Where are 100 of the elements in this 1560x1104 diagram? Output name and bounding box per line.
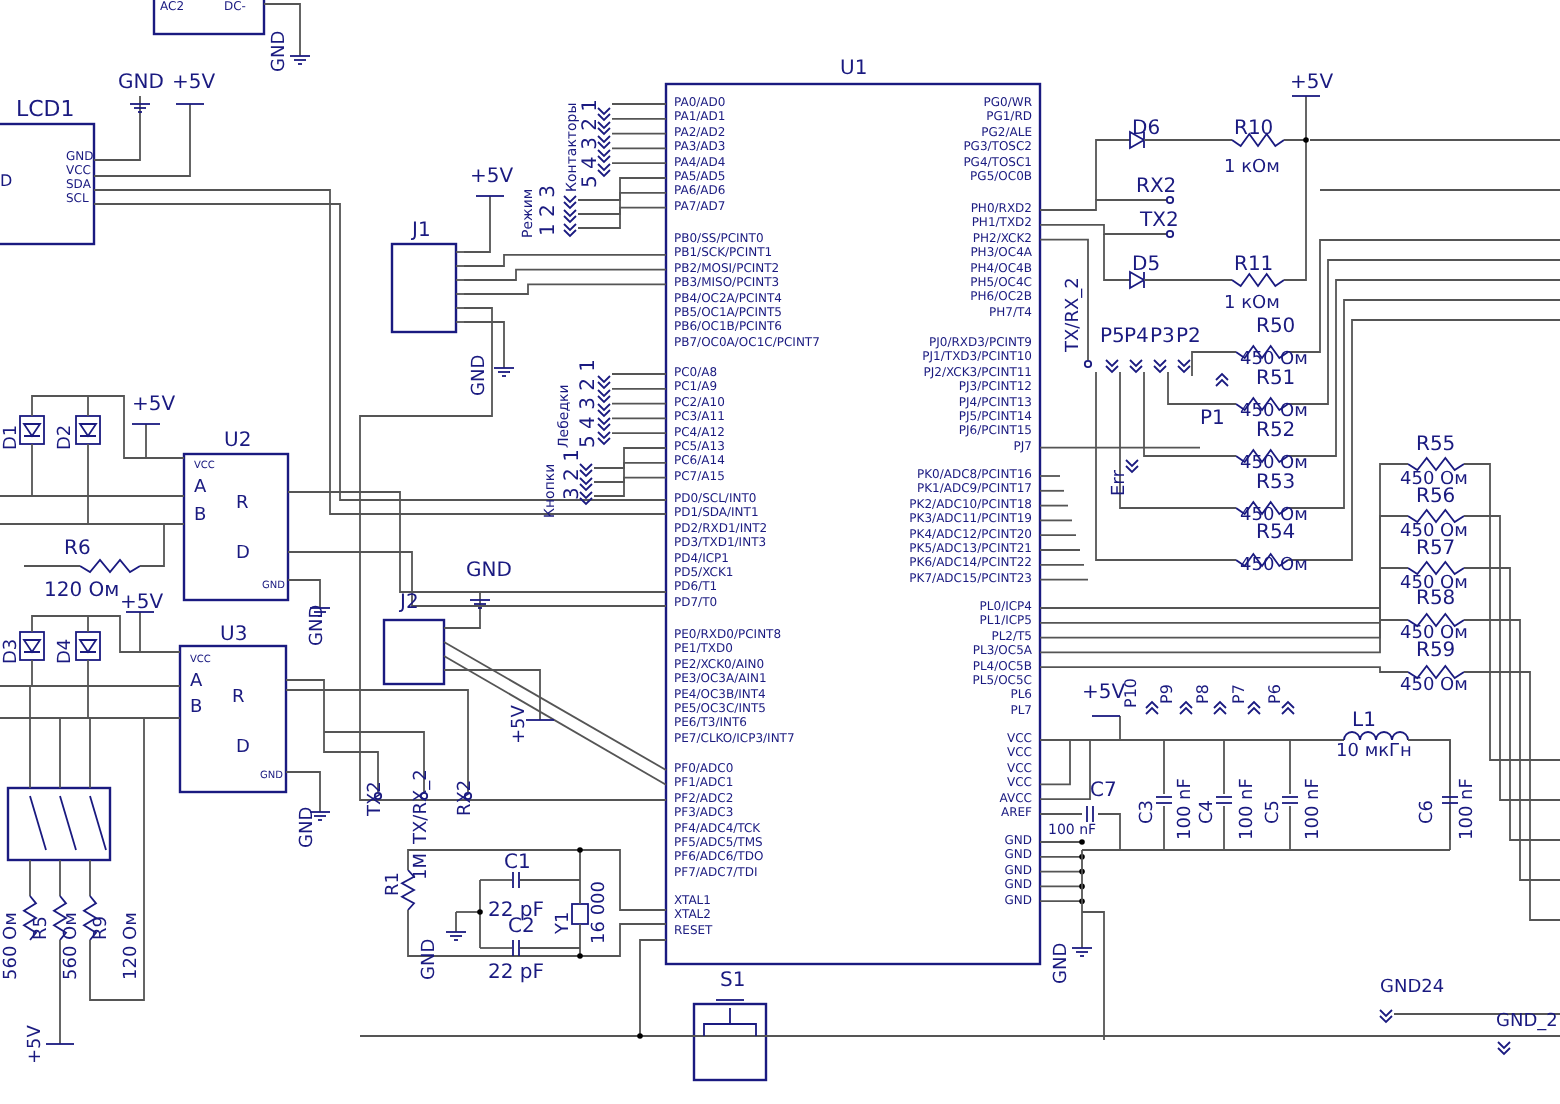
net-label: TX2: [368, 781, 386, 816]
net-label: GND_2: [1496, 1014, 1558, 1032]
value-label: 10 мкГн: [1336, 744, 1412, 762]
net-label: GND: [472, 354, 490, 396]
net-label: +5V: [172, 74, 216, 94]
value-label: 22 pF: [488, 964, 545, 984]
component-label: C6: [1420, 799, 1438, 824]
component-label: D5: [1132, 256, 1161, 276]
net-label: GND: [422, 938, 440, 980]
connector-label: P2: [1176, 328, 1201, 348]
net-label: GND: [272, 30, 290, 72]
net-label: GND: [310, 604, 328, 646]
component-label: D3: [4, 638, 22, 664]
net-label: +5V: [512, 705, 530, 744]
net-label: GND24: [1380, 980, 1445, 998]
connector-label: P4: [1124, 328, 1149, 348]
net-label: +5V: [470, 168, 514, 188]
value-label: 120 Ом: [44, 582, 120, 602]
component-label: C3: [1140, 799, 1158, 824]
component-label: R57: [1416, 540, 1456, 560]
value-label: 450 Ом: [1400, 524, 1468, 542]
component-label: R51: [1256, 370, 1296, 390]
pin-label: B: [194, 508, 207, 526]
component-label: J2: [400, 594, 419, 614]
component-label: R50: [1256, 318, 1296, 338]
connector-label: Err: [1112, 470, 1130, 496]
net-label: +5V: [28, 1025, 46, 1064]
component-label: C1: [504, 854, 531, 874]
component-label: R10: [1234, 120, 1274, 140]
net-label: GND: [466, 562, 512, 582]
component-label: S1: [720, 972, 746, 992]
component-label: C4: [1200, 799, 1218, 824]
pin-label: D: [236, 546, 250, 564]
component-label: R9: [94, 916, 112, 940]
pin-label: A: [190, 674, 203, 692]
pin-label: R: [236, 496, 249, 514]
connector-label: P6: [1268, 684, 1284, 704]
value-label: 100 nF: [1178, 778, 1196, 840]
net-label: GND: [300, 806, 318, 848]
value-label: 560 Ом: [64, 912, 82, 980]
component-label: D6: [1132, 120, 1161, 140]
connector-label: P9: [1160, 684, 1176, 704]
pin-label: R: [232, 690, 245, 708]
value-label: 450 Ом: [1400, 472, 1468, 490]
component-label: R11: [1234, 256, 1274, 276]
connector-label: P1: [1200, 410, 1225, 430]
pin-numbers: 5 4 3 2 1: [580, 358, 600, 448]
value-label: 120 Ом: [124, 912, 142, 980]
component-label: D1: [4, 424, 22, 450]
value-label: 100 nF: [1306, 778, 1324, 840]
net-label: TX/RX_2: [414, 769, 432, 844]
component-label: R56: [1416, 488, 1456, 508]
net-label: GND: [1054, 942, 1072, 984]
value-label: 560 Ом: [4, 912, 22, 980]
component-label: R58: [1416, 590, 1456, 610]
pin-label: D: [0, 174, 13, 190]
component-label: U2: [224, 432, 252, 452]
component-label: R59: [1416, 642, 1456, 662]
connector-label: P5: [1100, 328, 1125, 348]
component-label: C7: [1090, 782, 1117, 802]
component-label: R53: [1256, 474, 1296, 494]
component-label: R54: [1256, 524, 1296, 544]
net-label: GND: [118, 74, 164, 94]
value-label: 1 кОм: [1224, 296, 1280, 314]
value-label: 16 000: [592, 881, 610, 944]
value-label: 450 Ом: [1240, 352, 1308, 370]
component-label: J1: [412, 222, 431, 242]
pin-label: A: [194, 480, 207, 498]
pin-label: D: [236, 740, 250, 758]
component-label: LCD1: [16, 98, 75, 120]
value-label: 450 Ом: [1240, 508, 1308, 526]
connector-label: P8: [1196, 684, 1212, 704]
value-label: 1M: [414, 853, 432, 880]
component-label: D2: [58, 424, 76, 450]
value-label: 100 nF: [1460, 778, 1478, 840]
component-label: C2: [508, 918, 535, 938]
net-label: +5V: [132, 396, 176, 416]
net-label: RX2: [1136, 178, 1177, 198]
pin-numbers: 3 2 1: [564, 449, 584, 500]
component-label: C5: [1266, 799, 1284, 824]
connector-label: P3: [1150, 328, 1175, 348]
component-label: U3: [220, 626, 248, 646]
connector-label: P10: [1124, 677, 1140, 708]
value-label: 450 Ом: [1240, 456, 1308, 474]
net-label: +5V: [120, 594, 164, 614]
component-label: Y1: [556, 911, 574, 934]
component-label: L1: [1352, 712, 1376, 732]
net-label: +5V: [1290, 74, 1334, 94]
value-label: 1 кОм: [1224, 160, 1280, 178]
pin-label: B: [190, 700, 203, 718]
value-label: 450 Ом: [1400, 626, 1468, 644]
component-label: R5: [34, 916, 52, 940]
component-label: U1: [840, 60, 868, 80]
net-label: RX2: [458, 779, 476, 816]
component-label: R52: [1256, 422, 1296, 442]
net-label: TX/RX_2: [1066, 277, 1084, 352]
connector-label: P7: [1232, 684, 1248, 704]
pin-numbers: 5 4 3 2 1: [582, 98, 602, 188]
value-label: 450 Ом: [1240, 404, 1308, 422]
component-label: D4: [58, 638, 76, 664]
